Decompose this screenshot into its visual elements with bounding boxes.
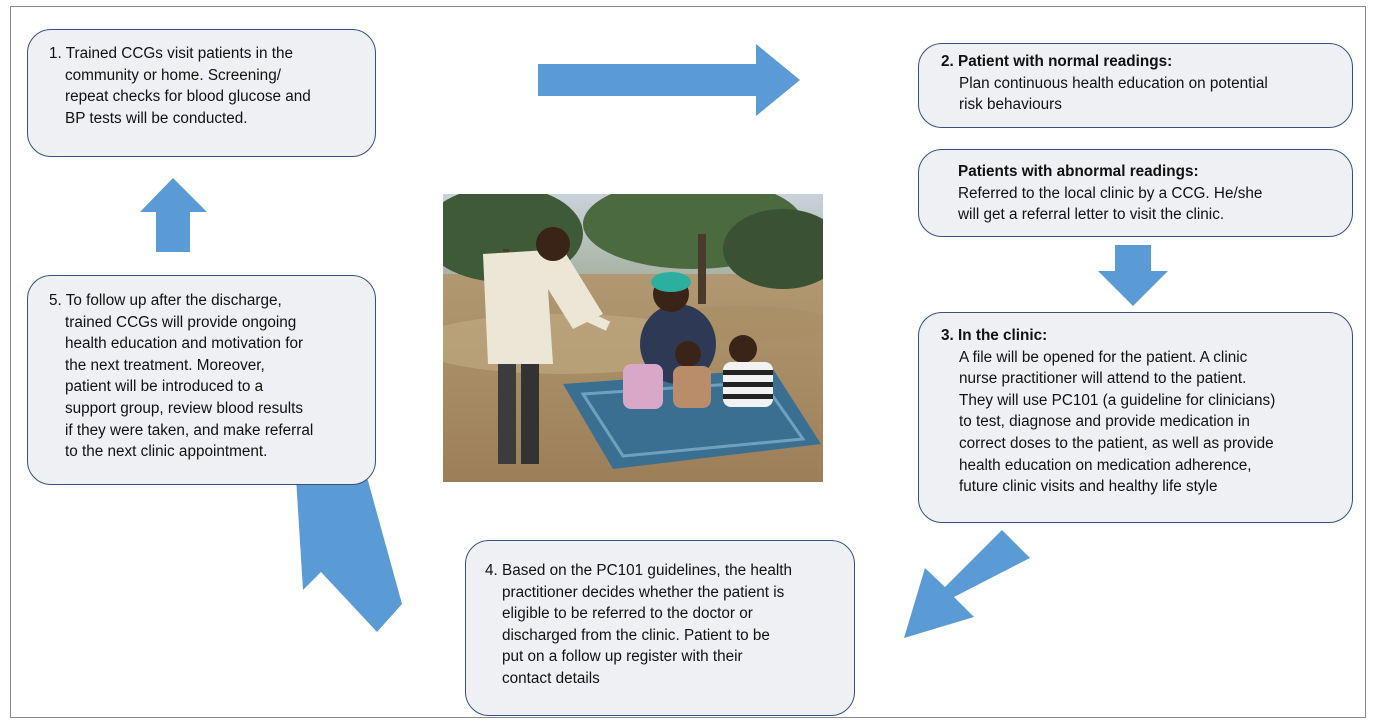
community-visit-photo (443, 194, 823, 482)
step-4-line: put on a follow up register with their (502, 648, 743, 666)
arrow-right-icon (538, 44, 800, 116)
step-1-line: community or home. Screening/ (65, 66, 281, 84)
step-5-line: patient will be introduced to a (65, 378, 264, 396)
step-2-title: 2. Patient with normal readings: (941, 53, 1173, 70)
step-3-line: A file will be opened for the patient. A… (959, 348, 1248, 366)
step-2-line: Plan continuous health education on pote… (959, 74, 1268, 92)
step-4-line: contact details (502, 669, 600, 687)
abnormal-readings-line: will get a referral letter to visit the … (958, 206, 1225, 224)
step-3-line: nurse practitioner will attend to the pa… (959, 370, 1247, 388)
step-5-box: 5. To follow up after the discharge, tra… (27, 275, 376, 485)
step-3-line: correct doses to the patient, as well as… (959, 434, 1274, 452)
step-2-line: risk behaviours (959, 96, 1062, 114)
arrow-down-icon (1098, 245, 1168, 306)
step-4-box: 4. Based on the PC101 guidelines, the he… (465, 540, 855, 716)
arrow-up-icon (140, 178, 207, 252)
step-5-line: to the next clinic appointment. (65, 443, 268, 461)
step-5-line: support group, review blood results (65, 399, 304, 417)
step-3-title: 3. In the clinic: (941, 327, 1048, 344)
arrow-down-left-icon (904, 530, 1030, 638)
step-3-line: health education on medication adherence… (959, 456, 1252, 474)
step-3-line: They will use PC101 (a guideline for cli… (959, 391, 1276, 409)
step-4-line: discharged from the clinic. Patient to b… (502, 626, 770, 644)
step-1-line: repeat checks for blood glucose and (65, 88, 311, 106)
abnormal-readings-title: Patients with abnormal readings: (958, 163, 1199, 180)
step-5-line: trained CCGs will provide ongoing (65, 313, 297, 331)
step-1-box: 1. Trained CCGs visit patients in the co… (27, 29, 376, 157)
abnormal-readings-box: Patients with abnormal readings: Referre… (918, 149, 1353, 237)
figure-frame (10, 6, 1366, 718)
step-5-line: health education and motivation for (65, 335, 304, 353)
step-1-line: BP tests will be conducted. (65, 109, 248, 127)
step-4-line: eligible to be referred to the doctor or (502, 605, 753, 623)
abnormal-readings-line: Referred to the local clinic by a CCG. H… (958, 184, 1263, 202)
step-5-line: if they were taken, and make referral (65, 421, 314, 439)
step-3-line: to test, diagnose and provide medication… (959, 413, 1250, 431)
step-2-box: 2. Patient with normal readings: Plan co… (918, 43, 1353, 128)
step-4-line: practitioner decides whether the patient… (502, 583, 785, 601)
step-1-line: 1. Trained CCGs visit patients in the (49, 45, 294, 62)
step-4-line: 4. Based on the PC101 guidelines, the he… (485, 562, 793, 579)
step-3-box: 3. In the clinic: A file will be opened … (918, 312, 1353, 523)
step-5-line: 5. To follow up after the discharge, (49, 292, 282, 309)
step-5-line: the next treatment. Moreover, (65, 356, 265, 374)
step-3-line: future clinic visits and healthy life st… (959, 478, 1218, 496)
